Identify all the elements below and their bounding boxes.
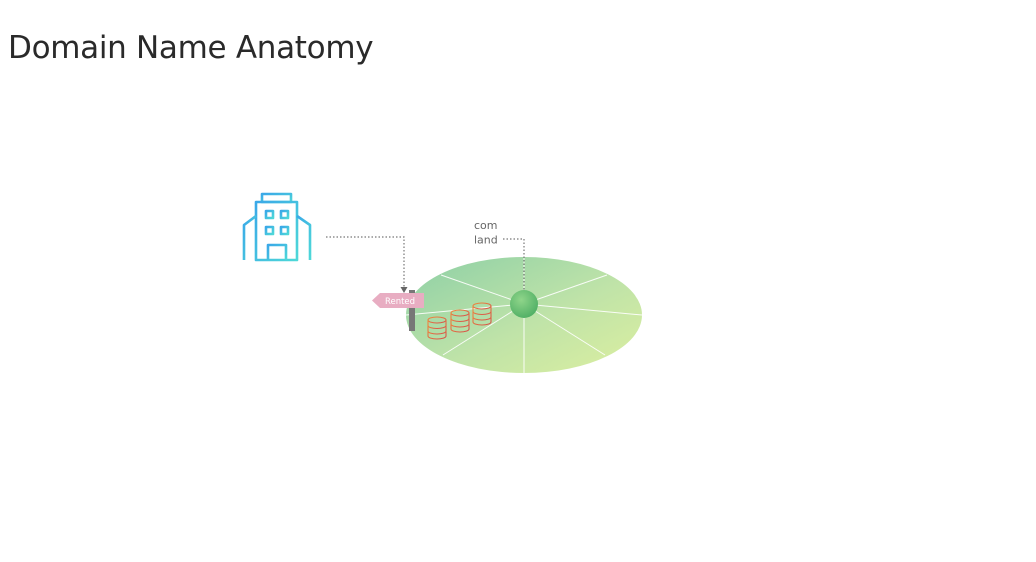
database-icon bbox=[472, 302, 492, 326]
office-building-icon bbox=[240, 192, 314, 262]
page-title: Domain Name Anatomy bbox=[8, 30, 374, 66]
database-icon bbox=[427, 316, 447, 340]
building-connector-line bbox=[326, 236, 405, 288]
database-icon bbox=[450, 309, 470, 333]
sign-post bbox=[409, 290, 415, 331]
rented-sign: Rented bbox=[372, 290, 424, 331]
label-com: com bbox=[474, 219, 498, 232]
sign-label: Rented bbox=[385, 297, 415, 307]
sign-board bbox=[372, 293, 424, 308]
label-land: land bbox=[474, 234, 498, 247]
center-dot bbox=[510, 290, 538, 318]
connector-arrowhead bbox=[400, 287, 408, 293]
label-connector-line bbox=[503, 238, 525, 290]
